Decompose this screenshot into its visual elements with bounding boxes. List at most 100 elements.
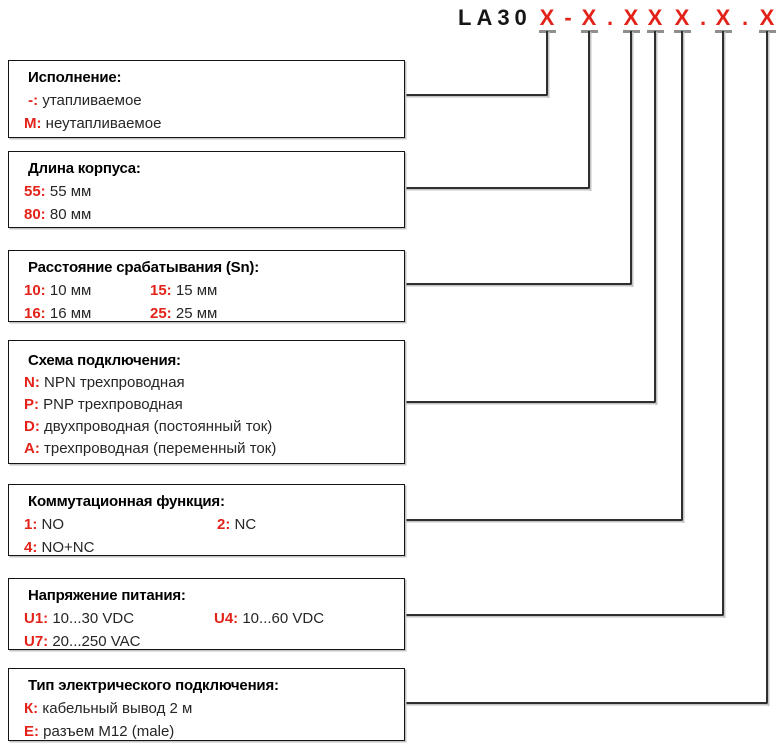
connector-line-1-vertical	[546, 31, 548, 97]
option-label: NC	[234, 516, 257, 533]
option-code: 1:	[24, 516, 38, 533]
spec-box-wiring-scheme: Схема подключения: N: NPN трехпроводная …	[8, 340, 405, 464]
option-row: 2: NC	[217, 513, 404, 536]
code-separator-dot: .	[699, 5, 707, 30]
option-row: A: трехпроводная (переменный ток)	[24, 438, 404, 460]
connector-line-3-vertical	[630, 31, 632, 286]
option-code: Е:	[24, 723, 39, 740]
option-label: 16 мм	[49, 305, 92, 322]
option-row: Е: разъем M12 (male)	[24, 720, 404, 743]
code-position-6: X	[715, 5, 731, 30]
option-label: 10...30 VDC	[52, 610, 135, 627]
option-label: трехпроводная (переменный ток)	[44, 440, 277, 457]
code-position-4: X	[647, 5, 663, 30]
option-label: 55 мм	[49, 183, 92, 200]
option-row: N: NPN трехпроводная	[24, 372, 404, 394]
option-label: кабельный вывод 2 м	[42, 700, 193, 717]
option-row: 16: 16 мм	[24, 302, 150, 325]
option-code: 4:	[24, 539, 38, 556]
option-code: D:	[24, 418, 40, 435]
option-row: U1: 10...30 VDC	[24, 607, 214, 630]
option-label: 80 мм	[49, 206, 92, 223]
option-row: P: PNP трехпроводная	[24, 394, 404, 416]
option-row: 15: 15 мм	[150, 279, 404, 302]
option-code: 16:	[24, 305, 46, 322]
code-position-1: X	[539, 5, 555, 30]
option-code: U4:	[214, 610, 239, 627]
option-label: двухпроводная (постоянный ток)	[44, 418, 273, 435]
option-code: U7:	[24, 633, 49, 650]
connector-line-5-horizontal	[404, 519, 682, 521]
spec-box-electrical-connection: Тип электрического подключения: К: кабел…	[8, 668, 405, 741]
box-title: Коммутационная функция:	[28, 493, 225, 510]
box-title: Напряжение питания:	[28, 587, 186, 604]
code-position-3: X	[623, 5, 639, 30]
option-code: U1:	[24, 610, 49, 627]
option-label: неутапливаемое	[45, 115, 162, 132]
connector-line-6-horizontal	[404, 614, 723, 616]
connector-line-2-horizontal	[404, 187, 589, 189]
connector-line-6-vertical	[722, 31, 724, 617]
option-label: NPN трехпроводная	[44, 374, 185, 391]
option-label: утапливаемое	[42, 92, 142, 109]
code-separator-dot: .	[606, 5, 614, 30]
option-label: разъем M12 (male)	[43, 723, 175, 740]
connector-line-2-vertical	[588, 31, 590, 190]
option-row: D: двухпроводная (постоянный ток)	[24, 416, 404, 438]
option-code: 15:	[150, 282, 172, 299]
code-position-2: X	[581, 5, 597, 30]
code-separator-dash: -	[564, 5, 572, 30]
option-code: -:	[24, 92, 39, 109]
option-row: 80: 80 мм	[24, 203, 404, 226]
connector-line-1-horizontal	[404, 94, 547, 96]
spec-box-design: Исполнение: -: утапливаемое М: неутаплив…	[8, 60, 405, 138]
option-row: 1: NO	[24, 513, 217, 536]
option-code: 25:	[150, 305, 172, 322]
option-row: U7: 20...250 VAC	[24, 630, 214, 653]
option-row: -: утапливаемое	[24, 89, 404, 112]
option-code: 10:	[24, 282, 46, 299]
option-row: 55: 55 мм	[24, 180, 404, 203]
code-position-5: X	[674, 5, 690, 30]
connector-line-4-horizontal	[404, 401, 655, 403]
option-code: A:	[24, 440, 40, 457]
spec-box-housing-length: Длина корпуса: 55: 55 мм 80: 80 мм	[8, 151, 405, 228]
option-label: 10...60 VDC	[242, 610, 325, 627]
option-row: U4: 10...60 VDC	[214, 607, 404, 630]
option-label: NO	[41, 516, 65, 533]
connector-line-4-vertical	[654, 31, 656, 404]
box-title: Тип электрического подключения:	[28, 677, 279, 694]
connector-line-5-vertical	[681, 31, 683, 522]
option-row: 4: NO+NC	[24, 536, 217, 559]
option-row: М: неутапливаемое	[24, 112, 404, 135]
box-title: Расстояние срабатывания (Sn):	[28, 259, 260, 276]
code-separator-dot: .	[741, 5, 749, 30]
option-code: P:	[24, 396, 39, 413]
option-label: NO+NC	[41, 539, 95, 556]
spec-box-supply-voltage: Напряжение питания: U1: 10...30 VDC U4: …	[8, 578, 405, 650]
option-row: 25: 25 мм	[150, 302, 404, 325]
box-title: Схема подключения:	[28, 352, 181, 369]
connector-line-7-horizontal	[404, 702, 767, 704]
option-row: 10: 10 мм	[24, 279, 150, 302]
connector-line-3-horizontal	[404, 283, 631, 285]
option-label: 15 мм	[175, 282, 218, 299]
option-label: PNP трехпроводная	[43, 396, 183, 413]
option-code: М:	[24, 115, 42, 132]
box-title: Исполнение:	[28, 69, 122, 86]
option-row: К: кабельный вывод 2 м	[24, 697, 404, 720]
spec-box-sensing-distance: Расстояние срабатывания (Sn): 10: 10 мм …	[8, 250, 405, 322]
option-label: 20...250 VAC	[52, 633, 141, 650]
option-label: 10 мм	[49, 282, 92, 299]
option-code: 55:	[24, 183, 46, 200]
product-code-prefix: LA30	[458, 5, 532, 30]
option-code: N:	[24, 374, 40, 391]
option-label: 25 мм	[175, 305, 218, 322]
connector-line-7-vertical	[766, 31, 768, 705]
box-title: Длина корпуса:	[28, 160, 141, 177]
option-code: 80:	[24, 206, 46, 223]
code-position-7: X	[759, 5, 775, 30]
option-code: К:	[24, 700, 39, 717]
option-code: 2:	[217, 516, 231, 533]
